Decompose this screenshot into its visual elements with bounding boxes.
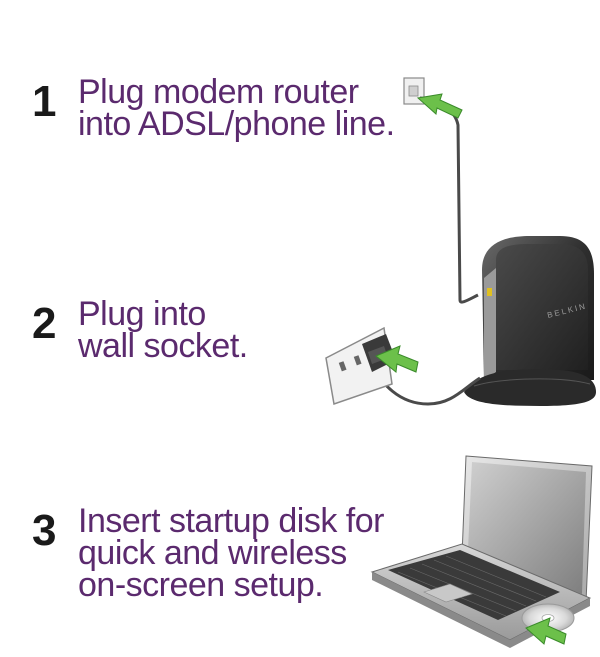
step-3: 3 Insert startup disk for quick and wire… xyxy=(32,502,384,604)
step-2: 2 Plug into wall socket. xyxy=(32,295,248,365)
step-2-line-1: Plug into xyxy=(78,295,206,333)
arrow-icon xyxy=(375,345,419,373)
step-3-line-3: on-screen setup. xyxy=(78,566,324,604)
step-1-line-2: into ADSL/phone line. xyxy=(78,105,395,143)
phone-cable xyxy=(419,96,479,304)
arrow-icon xyxy=(416,93,463,119)
step-1-number: 1 xyxy=(32,77,57,126)
step-1: 1 Plug modem router into ADSL/phone line… xyxy=(32,73,395,143)
step-3-line-2: quick and wireless xyxy=(78,534,347,572)
step-1-text: Plug modem router into ADSL/phone line. xyxy=(78,73,395,143)
step-2-line-2: wall socket. xyxy=(78,327,248,365)
step-1-line-1: Plug modem router xyxy=(78,73,359,111)
step-3-number: 3 xyxy=(32,506,57,555)
router: BELKIN xyxy=(464,236,596,406)
step-2-number: 2 xyxy=(32,299,57,348)
step-3-line-1: Insert startup disk for xyxy=(78,502,384,540)
step-3-text: Insert startup disk for quick and wirele… xyxy=(78,502,384,604)
step-2-text: Plug into wall socket. xyxy=(78,295,248,365)
arrow-icon xyxy=(525,617,567,645)
